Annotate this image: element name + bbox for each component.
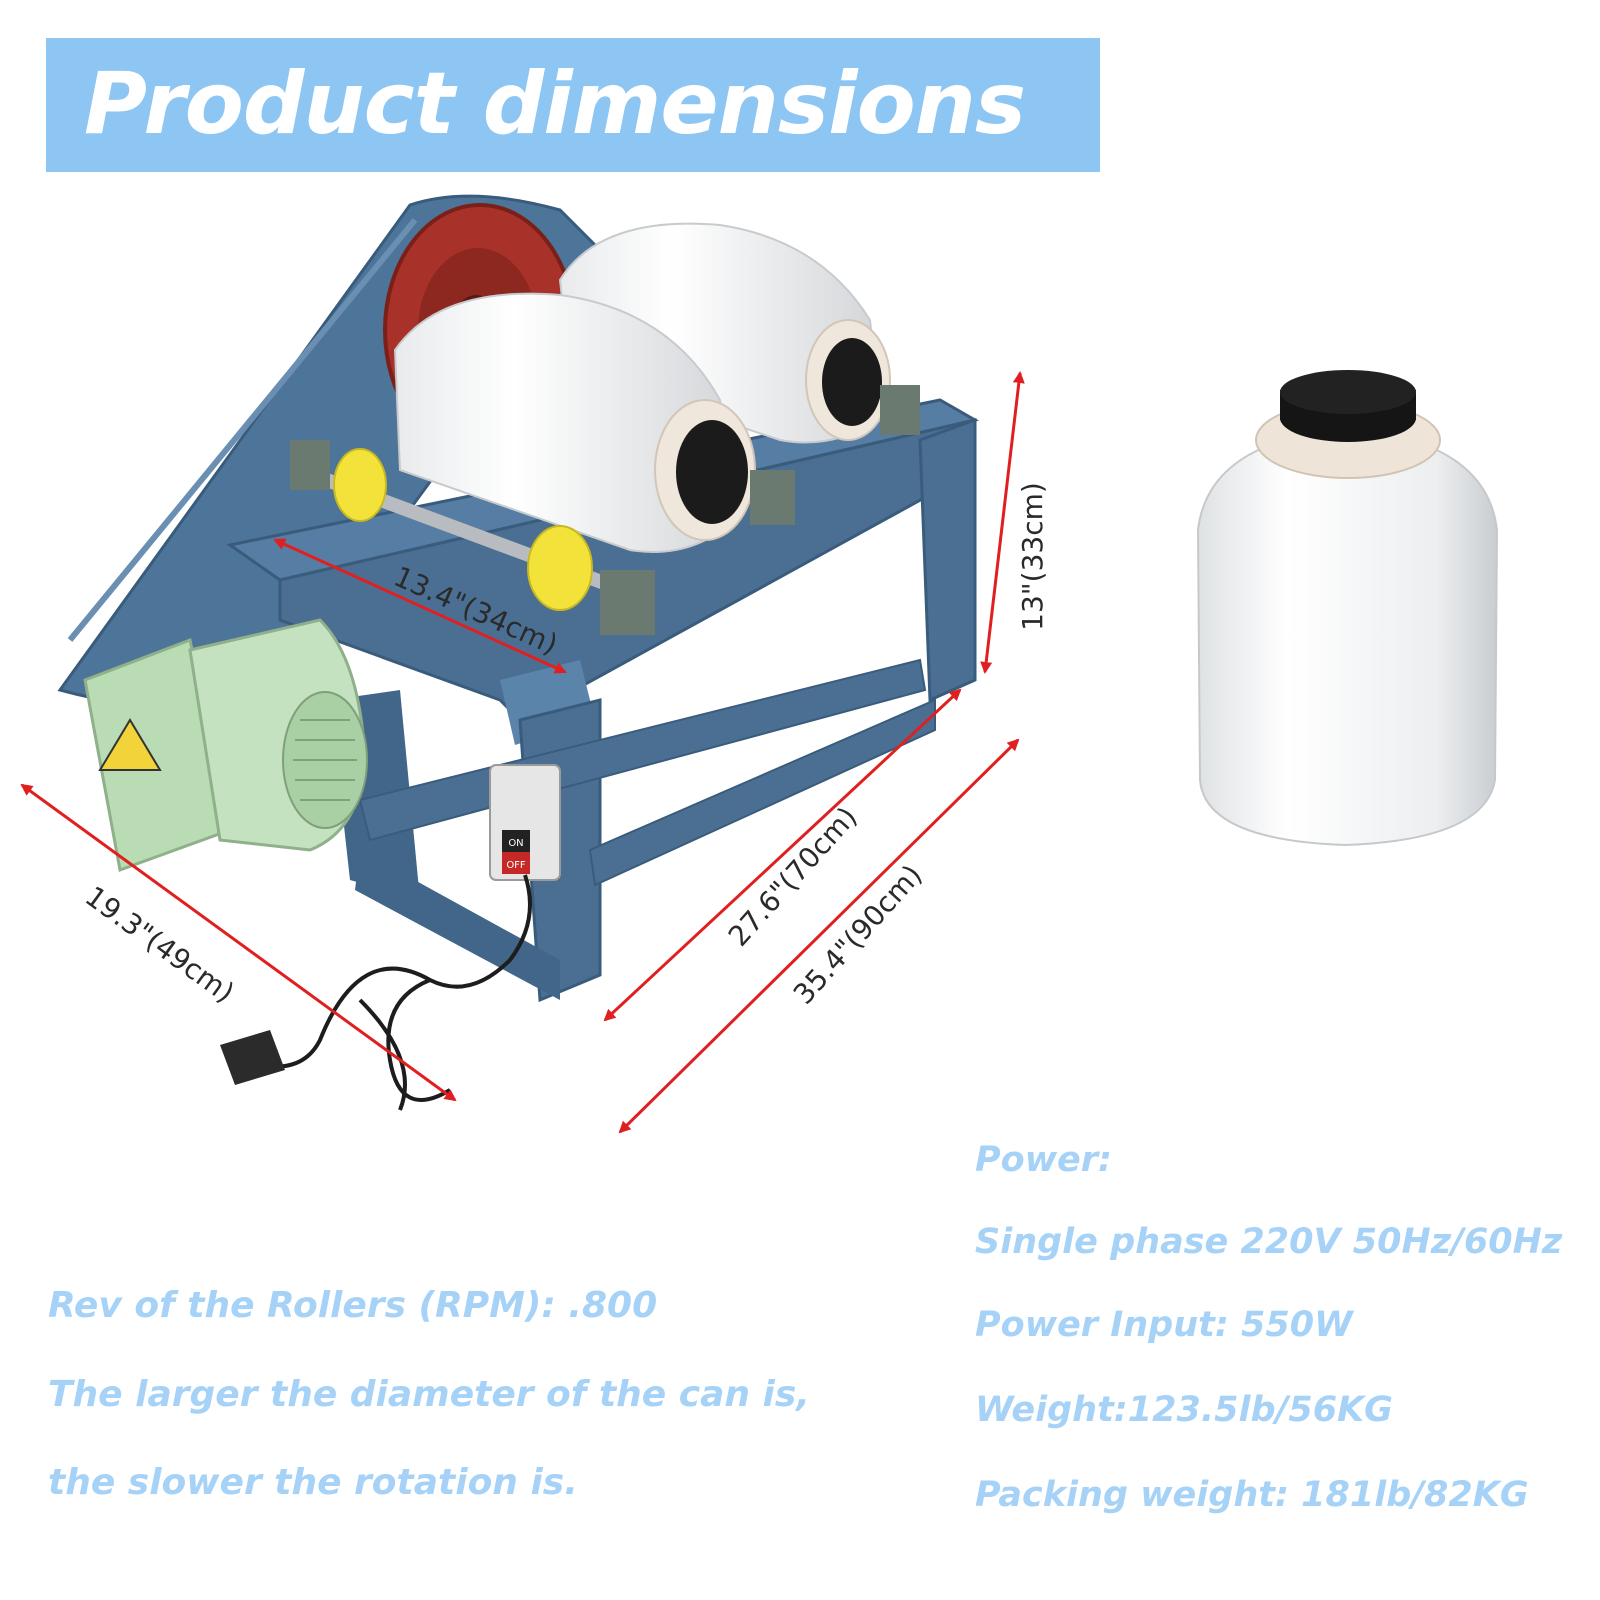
barrel-jar [1196, 370, 1499, 847]
plug [220, 1030, 285, 1085]
power-cord [239, 874, 532, 1111]
dim-height: 13"(33cm) [1015, 482, 1049, 631]
switch-on-label: ON [508, 838, 523, 849]
spec-weight: Weight:123.5lb/56KG [975, 1390, 1393, 1430]
page-title: Product dimensions [84, 54, 1026, 154]
spec-diameter-note-2: the slower the rotation is. [48, 1462, 578, 1503]
spec-power-heading: Power: [975, 1140, 1113, 1180]
arrow-roller-length [273, 538, 567, 674]
power-switch-box: ON OFF [489, 764, 561, 881]
spec-diameter-note-1: The larger the diameter of the can is, [48, 1374, 810, 1415]
switch-off-label: OFF [506, 860, 526, 871]
dimension-arrows [20, 371, 1025, 1134]
spec-power-input: Power Input: 550W [975, 1305, 1353, 1345]
spec-rpm: Rev of the Rollers (RPM): .800 [48, 1285, 658, 1326]
arrow-total-length [618, 738, 1020, 1134]
arrow-height [980, 371, 1025, 674]
spec-phase: Single phase 220V 50Hz/60Hz [975, 1222, 1563, 1262]
header-banner: Product dimensions [46, 38, 1100, 172]
barrel-front [393, 292, 756, 553]
arrow-depth [20, 783, 457, 1102]
barrel-rear [558, 222, 891, 444]
spec-packing-weight: Packing weight: 181lb/82KG [975, 1475, 1529, 1515]
